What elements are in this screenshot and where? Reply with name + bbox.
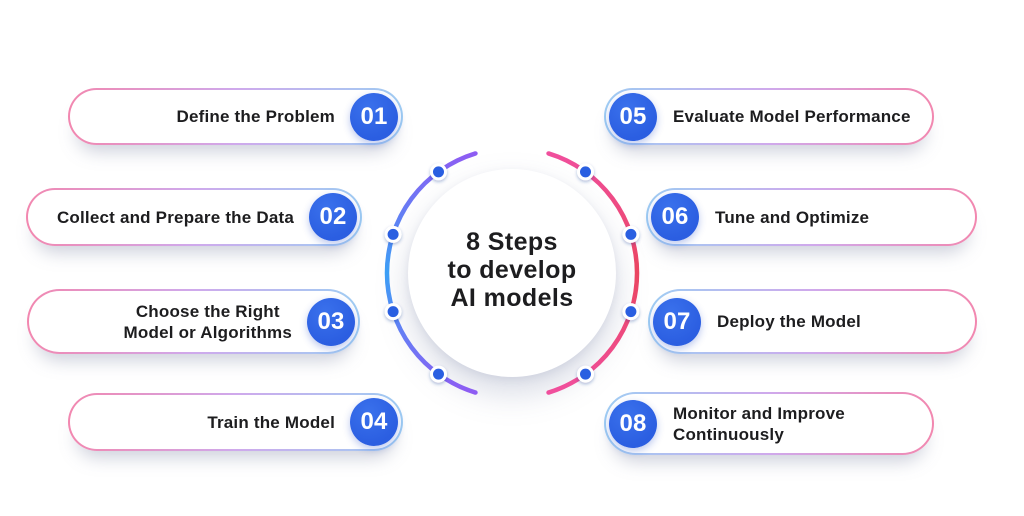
step-label: Train the Model	[207, 412, 335, 433]
step-pill-02: Collect and Prepare the Data 02	[26, 188, 362, 246]
step-pill-05: 05 Evaluate Model Performance	[604, 88, 934, 145]
progress-dot	[577, 365, 594, 383]
step-label: Deploy the Model	[717, 311, 861, 332]
step-label-line: Collect and Prepare the Data	[56, 207, 294, 227]
step-label: Collect and Prepare the Data	[57, 207, 294, 228]
center-title-line: 8 Steps	[466, 228, 558, 256]
step-label-line: Choose the Right	[135, 301, 280, 321]
step-label-line: Tune and Optimize	[715, 207, 870, 227]
step-pill-07: 07 Deploy the Model	[648, 289, 977, 354]
step-number-badge: 05	[609, 92, 657, 141]
step-number-badge: 04	[350, 398, 398, 446]
step-label-line: Monitor and Improve	[673, 403, 845, 423]
step-label: Choose the Right Model or Algorithms	[124, 301, 292, 343]
step-label-line: Define the Problem	[176, 107, 335, 126]
progress-dot	[430, 365, 447, 383]
step-number-badge: 07	[653, 297, 701, 346]
center-title: 8 Steps to develop AI models	[412, 228, 612, 312]
progress-dot	[384, 303, 402, 321]
step-pill-04: Train the Model 04	[68, 393, 403, 451]
progress-dot	[430, 163, 447, 181]
progress-dot	[622, 303, 640, 321]
step-number-badge: 02	[309, 193, 357, 241]
step-label: Define the Problem	[176, 106, 335, 127]
step-label-line: Evaluate Model Performance	[673, 107, 911, 126]
step-pill-01: Define the Problem 01	[68, 88, 403, 145]
step-pill-03: Choose the Right Model or Algorithms 03	[27, 289, 360, 354]
progress-dot	[577, 163, 594, 181]
step-number-badge: 01	[350, 92, 398, 141]
step-pill-06: 06 Tune and Optimize	[646, 188, 977, 246]
progress-dot	[384, 225, 402, 243]
step-label: Monitor and Improve Continuously	[673, 403, 845, 445]
step-label-line: Train the Model	[207, 412, 335, 432]
step-pill-08: 08 Monitor and Improve Continuously	[604, 392, 934, 455]
step-label-line: Continuously	[673, 424, 784, 444]
step-label-line: Model or Algorithms	[123, 322, 292, 342]
center-circle	[408, 169, 616, 377]
progress-dot	[622, 225, 640, 243]
step-number-badge: 08	[609, 399, 657, 448]
step-number-badge: 06	[651, 193, 699, 241]
step-label-line: Deploy the Model	[717, 312, 861, 331]
center-title-line: to develop	[447, 256, 577, 284]
step-number-badge: 03	[307, 297, 355, 346]
step-label: Tune and Optimize	[715, 207, 869, 228]
center-title-line: AI models	[450, 284, 574, 312]
step-label: Evaluate Model Performance	[673, 106, 911, 127]
